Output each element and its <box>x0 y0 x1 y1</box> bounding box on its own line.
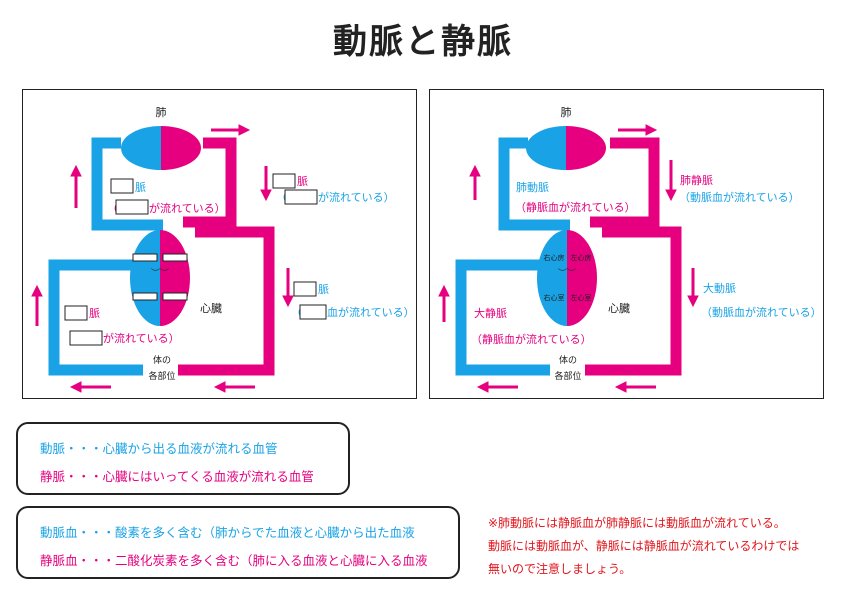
blank-box-vena-cava-name <box>64 305 88 321</box>
arrow-left-up-r <box>469 164 481 200</box>
vena-cava-suffix: 脈 <box>89 306 100 320</box>
aorta-suffix: 脈 <box>318 282 329 296</box>
aorta-paren: （ <box>291 306 302 319</box>
right-atrium-label: 右心房 <box>544 253 565 262</box>
blank-box-pulmonary-artery-name <box>110 178 134 194</box>
arrow-bottom-right <box>213 381 255 393</box>
arterial-blood-definition: 動脈血・・・酸素を多く含む（肺からでた血液と心臓から出た血液 <box>40 525 415 540</box>
note-line-1: ※肺動脈には静脈血が肺静脈には動脈血が流れている。 <box>488 516 786 530</box>
pulmonary-artery-label: 肺動脈 <box>516 180 549 194</box>
arrow-right-down-1-r <box>665 160 677 202</box>
pulmonary-vein-blood: が流れている） <box>318 190 395 204</box>
lung-right-half <box>161 126 201 170</box>
pulmonary-artery-blood: が流れている） <box>149 201 226 215</box>
heart-valve-marks: ︶︶ <box>151 268 169 279</box>
pulmonary-artery-suffix: 脈 <box>135 180 146 194</box>
arrow-bottom-left <box>69 381 111 393</box>
lung-left-half <box>121 126 161 170</box>
aorta-blood: 血が流れている） <box>327 305 415 319</box>
note-line-3: 無いので注意しましょう。 <box>488 562 632 576</box>
pulmonary-vein-vessel-r <box>590 137 660 228</box>
vena-cava-vessel <box>48 259 163 376</box>
pulmonary-artery-paren: （ <box>107 202 118 215</box>
blank-box-right-ventricle <box>132 292 158 301</box>
arrow-right-down-2 <box>282 268 294 308</box>
left-ventricle-label: 左心室 <box>571 293 592 302</box>
arrow-bottom-left-up-r <box>438 284 450 322</box>
blank-box-pulmonary-vein-name <box>272 173 296 189</box>
body-label-1: 体の <box>153 354 171 366</box>
blank-box-pulmonary-vein-blood <box>284 189 318 205</box>
blood-type-definition-box: 動脈血・・・酸素を多く含む（肺からでた血液と心臓から出た血液 静脈血・・・二酸化… <box>16 506 460 579</box>
vena-cava-blood-label: （静脈血が流れている） <box>471 332 592 346</box>
right-circulation-diagram: 右心房 左心房 ︶︶ 右心室 左心室 肺 心臓 体の 各部位 肺動脈 （静脈 <box>438 106 822 393</box>
body-label-1-r: 体の <box>559 354 577 366</box>
aorta-vessel <box>178 226 275 376</box>
heart-right-half-r <box>567 230 597 326</box>
arrow-top-right <box>211 124 251 136</box>
artery-definition: 動脈・・・心臓から出る血液が流れる血管 <box>40 441 278 456</box>
left-circulation-diagram: ︶︶ 肺 心臓 体の 各部位 脈 （ <box>31 106 415 393</box>
vena-cava-vessel-r <box>455 259 570 376</box>
left-atrium-label: 左心房 <box>571 253 592 262</box>
body-label-2-r: 各部位 <box>554 370 581 382</box>
pulmonary-vein-label: 肺静脈 <box>680 173 713 187</box>
blank-box-left-atrium <box>162 253 188 262</box>
vena-cava-blood: が流れている） <box>103 331 180 345</box>
aorta-label: 大動脈 <box>703 281 736 295</box>
lung-left-half-r <box>526 126 566 170</box>
left-diagram-panel: ︶︶ 肺 心臓 体の 各部位 脈 （ <box>22 89 417 399</box>
right-diagram-panel: 右心房 左心房 ︶︶ 右心室 左心室 肺 心臓 体の 各部位 肺動脈 （静脈 <box>429 89 824 399</box>
blank-box-left-ventricle <box>162 292 188 301</box>
blank-box-aorta-blood <box>299 304 327 320</box>
pulmonary-artery-vessel-r <box>498 137 570 231</box>
vena-cava-paren: （ <box>63 332 74 345</box>
page-title: 動脈と静脈 <box>333 22 513 62</box>
right-ventricle-label: 右心室 <box>544 293 565 302</box>
arrow-bottom-left-up <box>31 284 43 326</box>
lung-right-half-r <box>566 126 606 170</box>
lung-label: 肺 <box>156 106 167 119</box>
blank-box-aorta-name <box>293 281 317 297</box>
pulmonary-vein-blood-label: （動脈血が流れている） <box>679 190 800 204</box>
pulmonary-vein-paren: （ <box>276 191 287 204</box>
arrow-bottom-right-r <box>614 381 656 393</box>
note-line-2: 動脈には動脈血が、静脈には静脈血が流れているわけでは <box>488 539 800 553</box>
arrow-right-down-2-r <box>687 268 699 308</box>
heart-valve-marks-r: ︶︶ <box>558 268 576 279</box>
pulmonary-artery-blood-label: （静脈血が流れている） <box>515 200 636 214</box>
vein-definition: 静脈・・・心臓にはいってくる血液が流れる血管 <box>40 469 314 484</box>
heart-label-r: 心臓 <box>608 302 630 315</box>
blank-box-pulmonary-artery-blood <box>115 199 149 215</box>
pulmonary-vein-suffix: 脈 <box>297 174 308 188</box>
pulmonary-artery-vessel <box>91 137 163 231</box>
arrow-right-down-1 <box>260 166 272 202</box>
body-label-2: 各部位 <box>148 370 175 382</box>
artery-vein-definition-box: 動脈・・・心臓から出る血液が流れる血管 静脈・・・心臓にはいってくる血液が流れる… <box>16 422 350 495</box>
arrow-bottom-left-r <box>476 381 518 393</box>
aorta-blood-label: （動脈血が流れている） <box>701 305 822 319</box>
pulmonary-vein-vessel <box>183 137 237 228</box>
heart-label: 心臓 <box>200 302 222 315</box>
blank-box-vena-cava-blood <box>69 330 103 346</box>
vena-cava-label: 大静脈 <box>474 306 507 320</box>
heart-left-half-r <box>537 230 567 326</box>
venous-blood-definition: 静脈血・・・二酸化炭素を多く含む（肺に入る血液と心臓に入る血液 <box>40 553 428 568</box>
arrow-left-up <box>70 164 82 208</box>
blank-box-right-atrium <box>132 253 158 262</box>
lung-label-r: 肺 <box>561 106 572 119</box>
aorta-vessel-r <box>585 226 682 376</box>
arrow-top-right-r <box>618 124 658 136</box>
